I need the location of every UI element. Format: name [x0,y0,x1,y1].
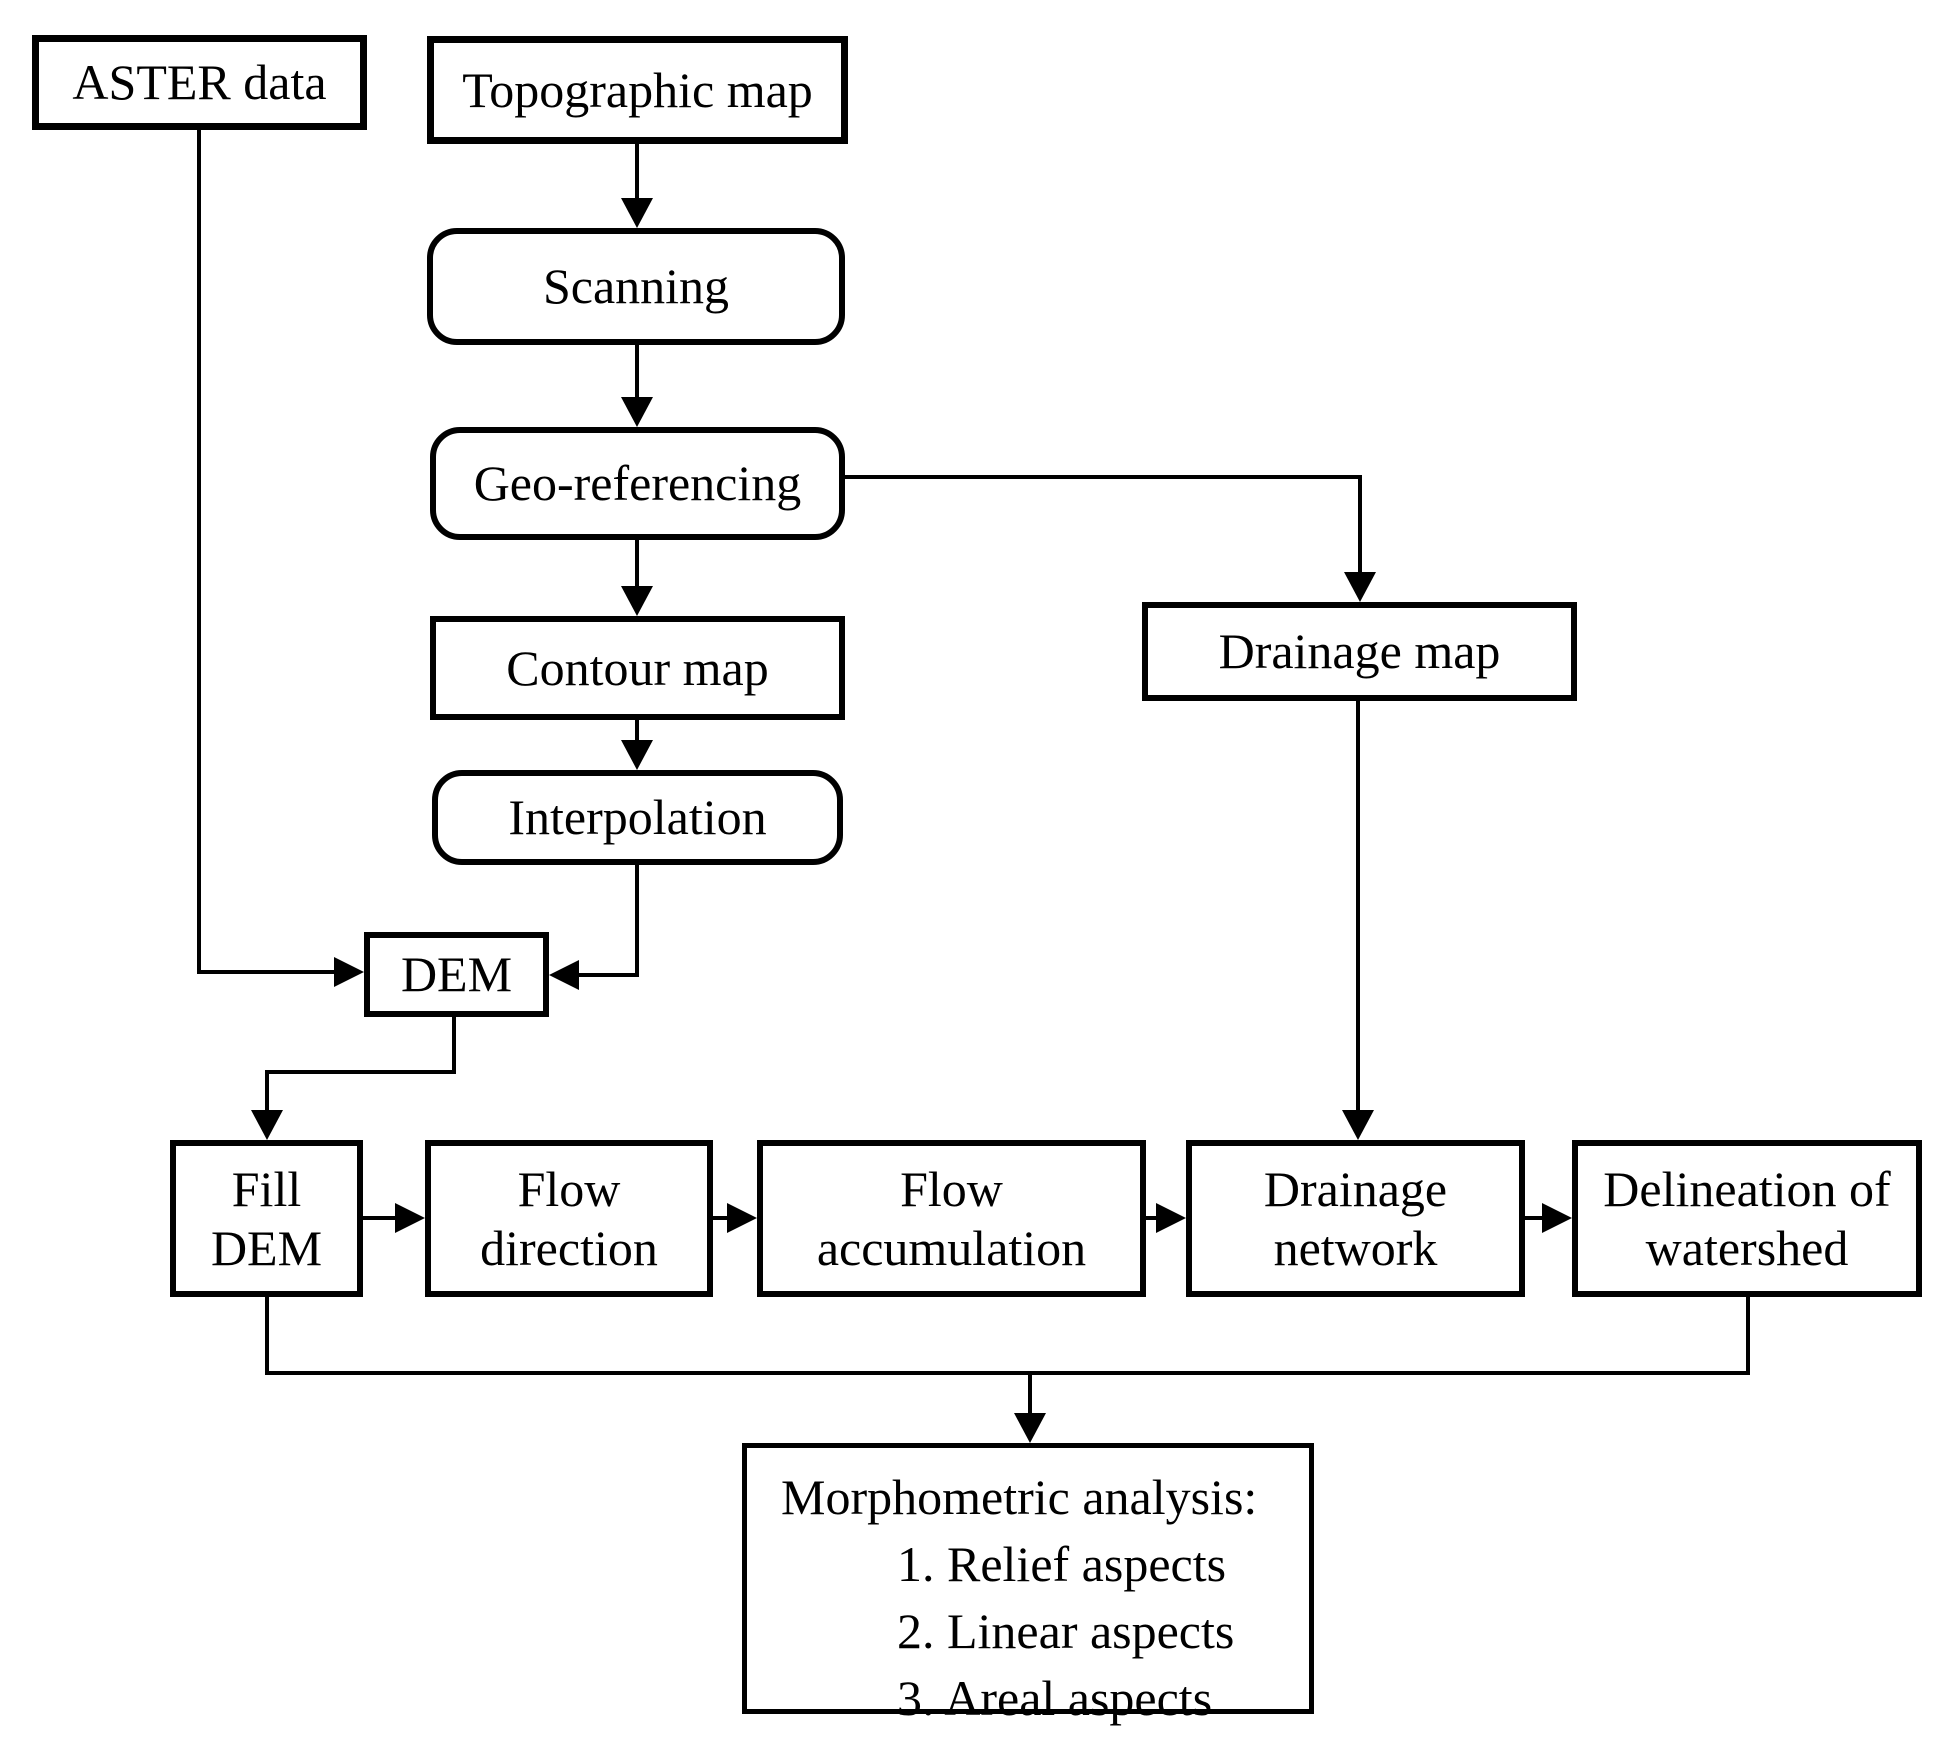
node-drainage-map-label: Drainage map [1218,623,1501,679]
arrowhead-drainage-map-to-drainage-network-icon [1342,1110,1374,1140]
node-aster-data-label: ASTER data [72,54,327,110]
edge-dem-to-fill-dem-horizontal [265,1070,456,1074]
node-fill-dem-label: Fill DEM [210,1160,323,1276]
edge-delineation-to-collector [1746,1297,1750,1375]
edge-aster-to-dem-horizontal [197,970,334,974]
node-aster-data: ASTER data [32,35,367,130]
morphometric-item-areal: 3. Areal aspects [897,1670,1213,1726]
arrowhead-drainage-network-to-delineation-icon [1542,1203,1572,1233]
edge-drainage-network-to-delineation [1525,1216,1542,1220]
edge-geo-referencing-to-drainage-map-vertical [1358,475,1362,574]
arrowhead-aster-to-dem-icon [334,957,364,987]
node-morphometric-analysis: Morphometric analysis: 1. Relief aspects… [742,1443,1314,1726]
node-flow-accumulation: Flow accumulation [757,1140,1146,1297]
node-delineation-of-watershed-label: Delineation of watershed [1603,1160,1891,1276]
arrowhead-flow-direction-to-flow-accumulation-icon [727,1203,757,1233]
edge-fill-dem-to-flow-direction [363,1216,395,1220]
node-flow-direction-label: Flow direction [480,1160,658,1276]
edge-interpolation-to-dem-vertical [635,865,639,977]
edge-drainage-map-to-drainage-network [1356,701,1360,1112]
arrowhead-geo-referencing-to-drainage-map-icon [1344,572,1376,602]
edge-geo-referencing-to-contour-map [635,540,639,586]
edge-collector-horizontal [265,1371,1750,1375]
edge-dem-to-fill-dem-vertical1 [452,1017,456,1074]
arrowhead-contour-map-to-interpolation-icon [621,740,653,770]
node-scanning-label: Scanning [542,258,730,314]
edge-dem-to-fill-dem-vertical2 [265,1070,269,1112]
edge-flow-accumulation-to-drainage-network [1146,1216,1156,1220]
arrowhead-dem-to-fill-dem-icon [251,1110,283,1140]
node-geo-referencing-label: Geo-referencing [473,455,802,511]
edge-fill-dem-to-collector [265,1297,269,1375]
arrowhead-collector-to-morphometric-icon [1014,1413,1046,1443]
node-flow-accumulation-label: Flow accumulation [816,1160,1087,1276]
node-drainage-map: Drainage map [1142,602,1577,701]
arrowhead-flow-accumulation-to-drainage-network-icon [1156,1203,1186,1233]
arrowhead-topographic-to-scanning-icon [621,198,653,228]
node-geo-referencing: Geo-referencing [430,427,845,540]
morphometric-heading: Morphometric analysis: [781,1469,1258,1525]
node-contour-map-label: Contour map [506,639,769,696]
edge-flow-direction-to-flow-accumulation [713,1216,727,1220]
node-topographic-map-label: Topographic map [462,61,813,118]
node-contour-map: Contour map [430,616,845,720]
edge-aster-to-dem-vertical [197,130,201,974]
edge-collector-to-morphometric [1028,1371,1032,1415]
edge-contour-map-to-interpolation [635,720,639,740]
node-drainage-network: Drainage network [1186,1140,1525,1297]
node-topographic-map: Topographic map [427,36,848,144]
node-scanning: Scanning [427,228,845,345]
node-dem: DEM [364,932,549,1017]
arrowhead-scanning-to-geo-referencing-icon [621,397,653,427]
edge-scanning-to-geo-referencing [635,345,639,397]
morphometric-item-relief: 1. Relief aspects [897,1536,1227,1592]
arrowhead-fill-dem-to-flow-direction-icon [395,1203,425,1233]
edge-topographic-to-scanning [635,144,639,198]
node-interpolation: Interpolation [432,770,843,865]
node-drainage-network-label: Drainage network [1263,1160,1448,1276]
arrowhead-interpolation-to-dem-icon [549,960,579,990]
node-fill-dem: Fill DEM [170,1140,363,1297]
node-delineation-of-watershed: Delineation of watershed [1572,1140,1922,1297]
edge-interpolation-to-dem-horizontal [579,973,639,977]
arrowhead-geo-referencing-to-contour-map-icon [621,586,653,616]
edge-geo-referencing-to-drainage-map-horizontal [845,475,1360,479]
node-interpolation-label: Interpolation [508,789,767,845]
morphometric-item-linear: 2. Linear aspects [897,1603,1235,1659]
node-dem-label: DEM [400,946,513,1002]
node-flow-direction: Flow direction [425,1140,713,1297]
